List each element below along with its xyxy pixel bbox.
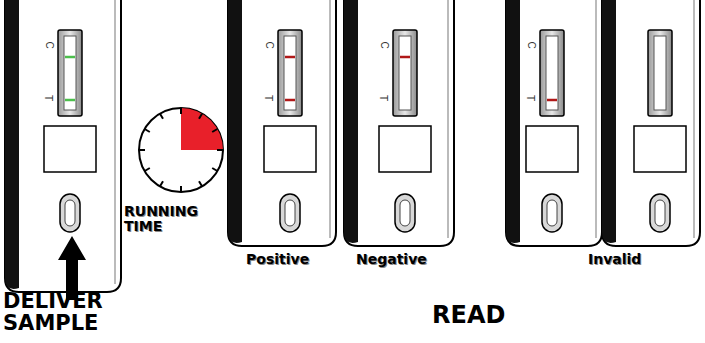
cassette-mark: T	[263, 95, 273, 101]
timer-tick	[212, 129, 217, 132]
cassette-edge	[5, 0, 19, 289]
test-strip	[546, 36, 558, 110]
cassette-mark: C	[526, 41, 536, 48]
test-strip	[284, 36, 296, 110]
result-window	[58, 30, 82, 116]
cassette-edge	[595, 0, 597, 238]
label-area	[379, 126, 431, 172]
test-line	[65, 99, 75, 102]
test-strip	[64, 36, 76, 110]
timer-tick	[180, 108, 182, 114]
test-cassette	[5, 0, 121, 292]
sample-well	[650, 194, 670, 232]
sample-well	[280, 194, 300, 232]
cassette-edge	[344, 0, 358, 243]
step-label: RUNNING TIME	[124, 204, 204, 233]
result-window	[278, 30, 302, 116]
cassette-body	[602, 0, 700, 246]
cassette-edge	[228, 0, 242, 243]
timer-tick	[199, 181, 202, 186]
test-line	[547, 99, 557, 102]
cassette-edge	[506, 0, 520, 243]
cassette-edge	[693, 0, 695, 238]
timer-tick	[212, 168, 217, 171]
cassette-mark: C	[44, 41, 54, 48]
cassette-body	[228, 0, 336, 246]
result-window	[393, 30, 417, 116]
cassette-mark: C	[379, 41, 389, 48]
label-area	[44, 126, 96, 172]
label-area	[264, 126, 316, 172]
timer-tick	[199, 114, 202, 119]
timer-tick	[180, 186, 182, 192]
test-cassette	[228, 0, 336, 246]
cassette-edge	[329, 0, 331, 238]
timer-tick	[145, 168, 150, 171]
control-line	[285, 56, 295, 59]
label-area	[526, 126, 578, 172]
sample-well	[395, 194, 415, 232]
cassette-edge	[602, 0, 616, 243]
test-cassette	[344, 0, 454, 246]
cassette-mark: T	[43, 95, 53, 101]
sample-well	[547, 200, 557, 226]
test-line	[285, 99, 295, 102]
timer-tick	[145, 129, 150, 132]
step-label: DELIVER SAMPLE	[3, 290, 143, 334]
result-label: Positive	[246, 252, 309, 266]
cassette-mark: T	[378, 95, 388, 101]
timer	[139, 108, 223, 192]
timer-tick	[160, 114, 163, 119]
test-cassette	[602, 0, 700, 246]
cassette-mark: C	[264, 41, 274, 48]
cassette-edge	[114, 0, 116, 284]
step-label: READ	[432, 303, 505, 327]
timer-tick	[217, 149, 223, 151]
sample-well	[65, 200, 75, 226]
sample-well	[285, 200, 295, 226]
sample-well	[655, 200, 665, 226]
cassette-body	[5, 0, 121, 292]
test-strip	[399, 36, 411, 110]
control-line	[65, 56, 75, 59]
label-area	[634, 126, 686, 172]
control-line	[400, 56, 410, 59]
cassette-body	[344, 0, 454, 246]
result-window	[540, 30, 564, 116]
cassette-edge	[447, 0, 449, 238]
timer-tick	[160, 181, 163, 186]
result-window	[648, 30, 672, 116]
sample-well	[60, 194, 80, 232]
test-cassette	[506, 0, 602, 246]
result-label: Negative	[356, 252, 427, 266]
cassette-mark: T	[525, 95, 535, 101]
cassette-body	[506, 0, 602, 246]
result-label: Invalid	[588, 252, 641, 266]
sample-well	[542, 194, 562, 232]
sample-well	[400, 200, 410, 226]
test-strip	[654, 36, 666, 110]
timer-tick	[139, 149, 145, 151]
